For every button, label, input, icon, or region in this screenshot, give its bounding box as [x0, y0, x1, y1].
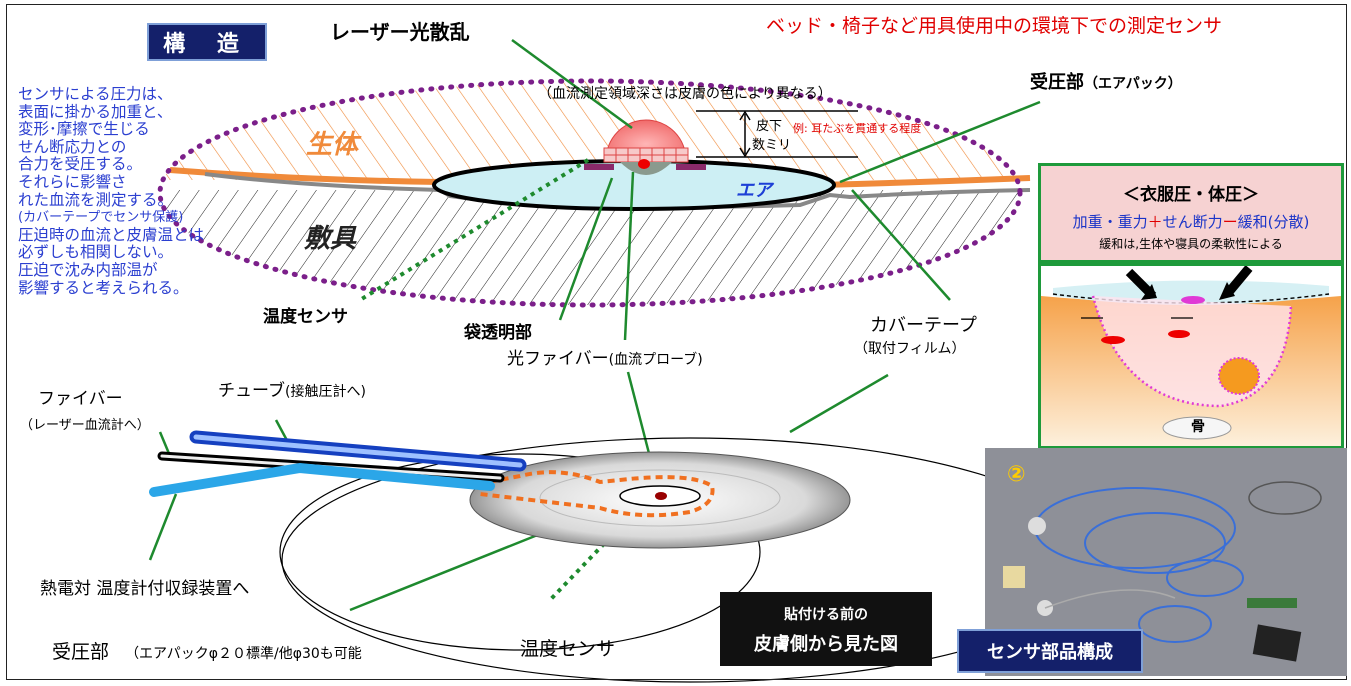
note-line: せん断応力との	[18, 137, 127, 156]
tissue-drawing	[1041, 266, 1341, 446]
note-line: 影響すると考えられる。	[18, 278, 189, 297]
pressure-explanation: センサによる圧力は、 表面に掛かる加重と、 変形･摩擦で生じる せん断応力との …	[18, 85, 205, 297]
photo-caption: センサ部品構成	[957, 629, 1143, 673]
section-title: 構 造	[147, 23, 267, 61]
headline: ベッド・椅子など用具使用中の環境下での測定センサ	[766, 15, 1223, 37]
pressure-part-label: 受圧部（エアパック）	[1030, 68, 1182, 94]
thermocouple-cable	[149, 462, 495, 497]
pressure-bottom-title: 受圧部	[52, 641, 110, 663]
panel-formula: 加重・重力＋せん断力ー緩和(分散)	[1041, 211, 1341, 232]
pressure-part-title: 受圧部	[1030, 72, 1084, 93]
pressure-bottom-label: 受圧部 （エアパックφ２０標準/他φ30も可能	[52, 637, 362, 664]
formula-plus: ＋	[1147, 213, 1163, 231]
optical-fiber-label: 光ファイバー(血流プローブ)	[507, 344, 703, 369]
pressure-formula-panel: ＜衣服圧・体圧＞ 加重・重力＋せん断力ー緩和(分散) 緩和は,生体や寝具の柔軟性…	[1038, 163, 1344, 263]
panel-title: ＜衣服圧・体圧＞	[1123, 185, 1259, 205]
bottom-view-caption: 貼付ける前の 皮膚側から見た図	[720, 592, 932, 666]
note-line: 表面に掛かる加重と、	[18, 102, 173, 121]
bottom-view-caption-line2: 皮膚側から見た図	[754, 634, 898, 655]
note-line: 必ずしも相関しない。	[18, 243, 174, 262]
note-line: 圧迫時の血流と皮膚温とは	[18, 225, 205, 244]
bone-label: 骨	[1191, 419, 1205, 435]
optical-fiber-title: 光ファイバー	[507, 349, 609, 369]
temp-sensor-leader-bottom	[548, 496, 650, 602]
measurement-region-outline	[157, 78, 1023, 308]
tube-paren: (接触圧計へ)	[284, 384, 366, 400]
pressure-part-paren: （エアパック）	[1084, 76, 1182, 92]
fiber-label: ファイバー	[38, 389, 123, 409]
formula-load: 加重・重力	[1072, 213, 1148, 231]
few-mm-label: 数ミリ	[752, 138, 792, 153]
bag-window-label: 袋透明部	[464, 323, 532, 343]
depth-note: （血流測定領域深さは皮膚の色により異なる）	[538, 86, 832, 102]
note-line: 変形･摩擦で生じる	[18, 120, 150, 139]
pressure-bottom-paren: （エアパックφ２０標準/他φ30も可能	[125, 646, 362, 662]
photo-number: ②	[1007, 462, 1026, 487]
temp-sensor-label: 温度センサ	[263, 307, 348, 327]
temp-sensor-bottom-label: 温度センサ	[520, 638, 616, 660]
formula-shear: せん断力	[1162, 213, 1223, 231]
formula-minus: ー	[1222, 213, 1238, 231]
air-label: エア	[736, 180, 772, 201]
note-line: (カバーテープでセンサ保護)	[18, 210, 184, 226]
diagram-frame	[6, 4, 1347, 680]
subcutaneous-label: 皮下	[756, 119, 783, 134]
thermocouple-label: 熱電対 温度計付収録装置へ	[40, 579, 250, 599]
note-line: それらに影響さ	[18, 172, 127, 191]
note-line: 圧迫で沈み内部温が	[18, 260, 158, 279]
fiber-paren: （レーザー血流計へ）	[20, 418, 150, 433]
cover-tape-paren: （取付フィルム）	[854, 341, 966, 357]
body-label: 生体	[306, 130, 359, 160]
example-note: 例: 耳たぶを貫通する程度	[793, 122, 922, 135]
laser-scatter-label: レーザー光散乱	[330, 20, 470, 44]
tube-title: チューブ	[218, 381, 285, 401]
tissue-diagram-panel: 骨	[1038, 263, 1344, 449]
optical-fiber-paren: (血流プローブ)	[608, 352, 703, 368]
bottom-view-caption-line1: 貼付ける前の	[784, 607, 868, 623]
bedding-label: 敷具	[304, 224, 357, 254]
cover-tape-label: カバーテープ	[870, 315, 977, 336]
note-line: 合力を受圧する。	[18, 155, 143, 174]
note-line: れた血流を測定する。	[18, 190, 174, 209]
formula-relax: 緩和(分散)	[1237, 213, 1310, 231]
note-line: センサによる圧力は、	[18, 85, 173, 103]
tube-label: チューブ(接触圧計へ)	[218, 376, 366, 401]
panel-note: 緩和は,生体や寝具の柔軟性による	[1099, 237, 1283, 251]
